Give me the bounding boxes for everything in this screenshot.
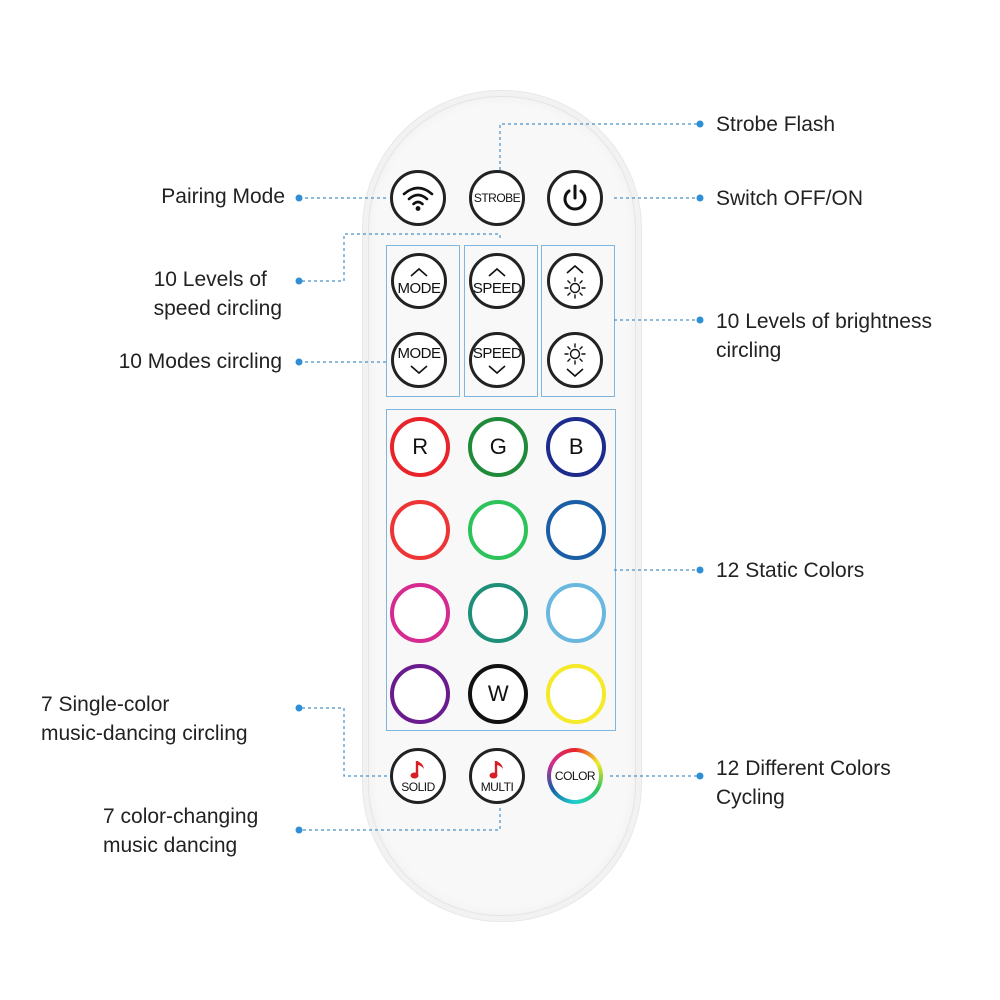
strobe-button[interactable]: STROBE [469,170,525,226]
wifi-icon [402,186,434,211]
mode-up-label: MODE [397,279,442,297]
speed-down-label: SPEED [472,344,522,362]
leader-dot-different-colors [696,772,704,780]
music-note-icon [489,761,503,779]
color-button-r4c3[interactable] [546,664,606,724]
label-pairing-mode: Pairing Mode [161,185,285,208]
speed-up-label: SPEED [472,279,522,297]
multi-label: MULTI [480,780,514,794]
label-modes: 10 Modes circling [118,350,282,373]
label-static-colors: 12 Static Colors [716,559,865,582]
white-button[interactable]: W [468,664,528,724]
power-icon [563,184,587,211]
leader-dot-strobe [696,120,704,128]
color-button-r3c3[interactable] [546,583,606,643]
label-multi-music: 7 color-changing music dancing [103,805,259,857]
solid-label: SOLID [401,780,435,794]
chevron-up-icon [488,267,506,277]
green-label: G [489,434,507,459]
color-button-r2c2[interactable] [468,500,528,560]
mode-up-button[interactable]: MODE [391,253,447,309]
label-strobe-flash: Strobe Flash [716,113,836,136]
speed-group-box [464,245,538,397]
color-cycle-button[interactable]: COLOR [547,748,603,804]
speed-down-button[interactable]: SPEED [469,332,525,388]
leader-dot-speed [295,277,303,285]
leader-dot-switch [696,194,704,202]
leader-dot-multi-music [295,826,303,834]
color-button-r2c3[interactable] [546,500,606,560]
red-label: R [412,434,428,459]
strobe-label: STROBE [473,191,521,205]
sun-icon [564,342,586,365]
chevron-down-icon [566,367,584,377]
mode-down-button[interactable]: MODE [391,332,447,388]
brightness-up-button[interactable] [547,253,603,309]
red-button[interactable]: R [390,417,450,477]
sun-icon [564,276,586,299]
color-cycle-inner: COLOR [551,752,599,800]
leader-dot-pairing [295,194,303,202]
leader-dot-modes [295,358,303,366]
chevron-up-icon [410,267,428,277]
label-different-colors: 12 Different Colors Cycling [716,757,891,809]
color-button-r4c1[interactable] [390,664,450,724]
label-brightness-levels: 10 Levels of brightness circling [716,310,932,362]
solid-music-button[interactable]: SOLID [390,748,446,804]
brightness-down-button[interactable] [547,332,603,388]
multi-music-button[interactable]: MULTI [469,748,525,804]
color-button-r3c1[interactable] [390,583,450,643]
leader-dot-static [696,566,704,574]
leader-dot-single-music [295,704,303,712]
speed-up-button[interactable]: SPEED [469,253,525,309]
color-label: COLOR [554,769,596,783]
label-single-music: 7 Single-color music-dancing circling [41,693,248,745]
white-label: W [487,681,509,706]
chevron-down-icon [410,364,428,374]
green-button[interactable]: G [468,417,528,477]
blue-label: B [568,434,584,459]
chevron-down-icon [488,364,506,374]
brightness-group-box [541,245,615,397]
music-note-icon [410,761,424,779]
label-switch: Switch OFF/ON [716,187,864,210]
color-button-r3c2[interactable] [468,583,528,643]
chevron-up-icon [566,264,584,274]
color-button-r2c1[interactable] [390,500,450,560]
mode-down-label: MODE [397,344,442,362]
blue-button[interactable]: B [546,417,606,477]
leader-dot-brightness [696,316,704,324]
power-button[interactable] [547,170,603,226]
label-speed-levels: 10 Levels of speed circling [153,268,282,320]
pairing-button[interactable] [390,170,446,226]
